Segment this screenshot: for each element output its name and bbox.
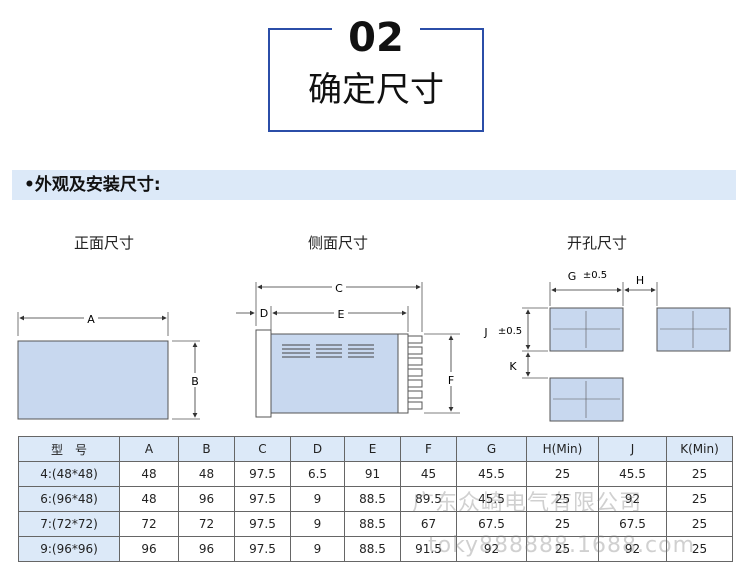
cell: 97.5 xyxy=(234,461,291,487)
cell: 72 xyxy=(178,511,235,537)
cell: 96 xyxy=(178,486,235,512)
header-d: D xyxy=(290,436,345,462)
cell: 92 xyxy=(456,536,527,562)
cell: 48 xyxy=(119,486,179,512)
dim-label-b: B xyxy=(191,375,199,388)
header-k: K(Min) xyxy=(666,436,733,462)
table-row: 6:(96*48) 48 96 97.5 9 88.5 89.5 45.5 25… xyxy=(18,486,733,512)
dim-tolerance-g: ±0.5 xyxy=(583,270,607,281)
cell: 88.5 xyxy=(344,511,401,537)
cell-model: 9:(96*96) xyxy=(18,536,120,562)
cell: 67 xyxy=(400,511,457,537)
cell: 67.5 xyxy=(598,511,667,537)
dimension-diagrams: A B xyxy=(17,266,731,422)
table-row: 7:(72*72) 72 72 97.5 9 88.5 67 67.5 25 6… xyxy=(18,511,733,537)
caption-front: 正面尺寸 xyxy=(74,234,135,252)
header-c: C xyxy=(234,436,291,462)
cell: 25 xyxy=(526,536,599,562)
cell: 25 xyxy=(666,536,733,562)
header-j: J xyxy=(598,436,667,462)
dimension-table: 型 号 A B C D E F G H(Min) J K(Min) 4:(48*… xyxy=(18,436,733,562)
cell: 9 xyxy=(290,536,345,562)
header-f: F xyxy=(400,436,457,462)
cell: 96 xyxy=(178,536,235,562)
header-h: H(Min) xyxy=(526,436,599,462)
cell: 88.5 xyxy=(344,536,401,562)
side-view: C D E F xyxy=(236,280,460,418)
cell: 91.5 xyxy=(400,536,457,562)
cell: 92 xyxy=(598,536,667,562)
caption-cutout: 开孔尺寸 xyxy=(567,234,628,252)
cell: 89.5 xyxy=(400,486,457,512)
cutout-view: G ±0.5 H J ±0.5 K xyxy=(478,266,731,422)
caption-side: 侧面尺寸 xyxy=(308,234,369,252)
cell: 97.5 xyxy=(234,536,291,562)
cell: 67.5 xyxy=(456,511,527,537)
cell: 45.5 xyxy=(598,461,667,487)
table-row: 4:(48*48) 48 48 97.5 6.5 91 45 45.5 25 4… xyxy=(18,461,733,487)
dim-label-f: F xyxy=(448,374,454,387)
header-a: A xyxy=(119,436,179,462)
cell: 6.5 xyxy=(290,461,345,487)
cell: 25 xyxy=(666,486,733,512)
header-e: E xyxy=(344,436,401,462)
table-header-row: 型 号 A B C D E F G H(Min) J K(Min) xyxy=(18,436,733,462)
cell: 45 xyxy=(400,461,457,487)
cell: 25 xyxy=(526,486,599,512)
cell: 48 xyxy=(178,461,235,487)
page-title: 确定尺寸 xyxy=(308,70,444,110)
header-model: 型 号 xyxy=(18,436,120,462)
dim-label-c: C xyxy=(335,282,343,295)
header-g: G xyxy=(456,436,527,462)
cell: 25 xyxy=(526,511,599,537)
cell: 97.5 xyxy=(234,486,291,512)
cell: 91 xyxy=(344,461,401,487)
cell: 25 xyxy=(666,511,733,537)
cell-model: 6:(96*48) xyxy=(18,486,120,512)
cell: 9 xyxy=(290,511,345,537)
cell: 97.5 xyxy=(234,511,291,537)
cell: 48 xyxy=(119,461,179,487)
section-title: •外观及安装尺寸: xyxy=(24,175,161,195)
header-b: B xyxy=(178,436,235,462)
dim-tolerance-j: ±0.5 xyxy=(498,326,522,337)
dim-label-a: A xyxy=(87,313,95,326)
front-view: A B xyxy=(17,311,202,420)
dim-label-d: D xyxy=(260,307,268,320)
cell: 25 xyxy=(526,461,599,487)
dim-label-k: K xyxy=(509,360,517,373)
dim-label-j: J xyxy=(483,326,487,339)
cell: 72 xyxy=(119,511,179,537)
cell-model: 4:(48*48) xyxy=(18,461,120,487)
table-row: 9:(96*96) 96 96 97.5 9 88.5 91.5 92 25 9… xyxy=(18,536,733,562)
cell: 9 xyxy=(290,486,345,512)
cell: 45.5 xyxy=(456,486,527,512)
dim-label-h: H xyxy=(636,274,644,287)
dim-label-e: E xyxy=(338,308,345,321)
dim-label-g: G xyxy=(568,270,577,283)
cell-model: 7:(72*72) xyxy=(18,511,120,537)
section-number: 02 xyxy=(348,15,404,61)
section-bar xyxy=(12,170,736,200)
cell: 88.5 xyxy=(344,486,401,512)
cell: 45.5 xyxy=(456,461,527,487)
cell: 25 xyxy=(666,461,733,487)
cell: 96 xyxy=(119,536,179,562)
cell: 92 xyxy=(598,486,667,512)
title-frame-gap xyxy=(332,22,420,34)
